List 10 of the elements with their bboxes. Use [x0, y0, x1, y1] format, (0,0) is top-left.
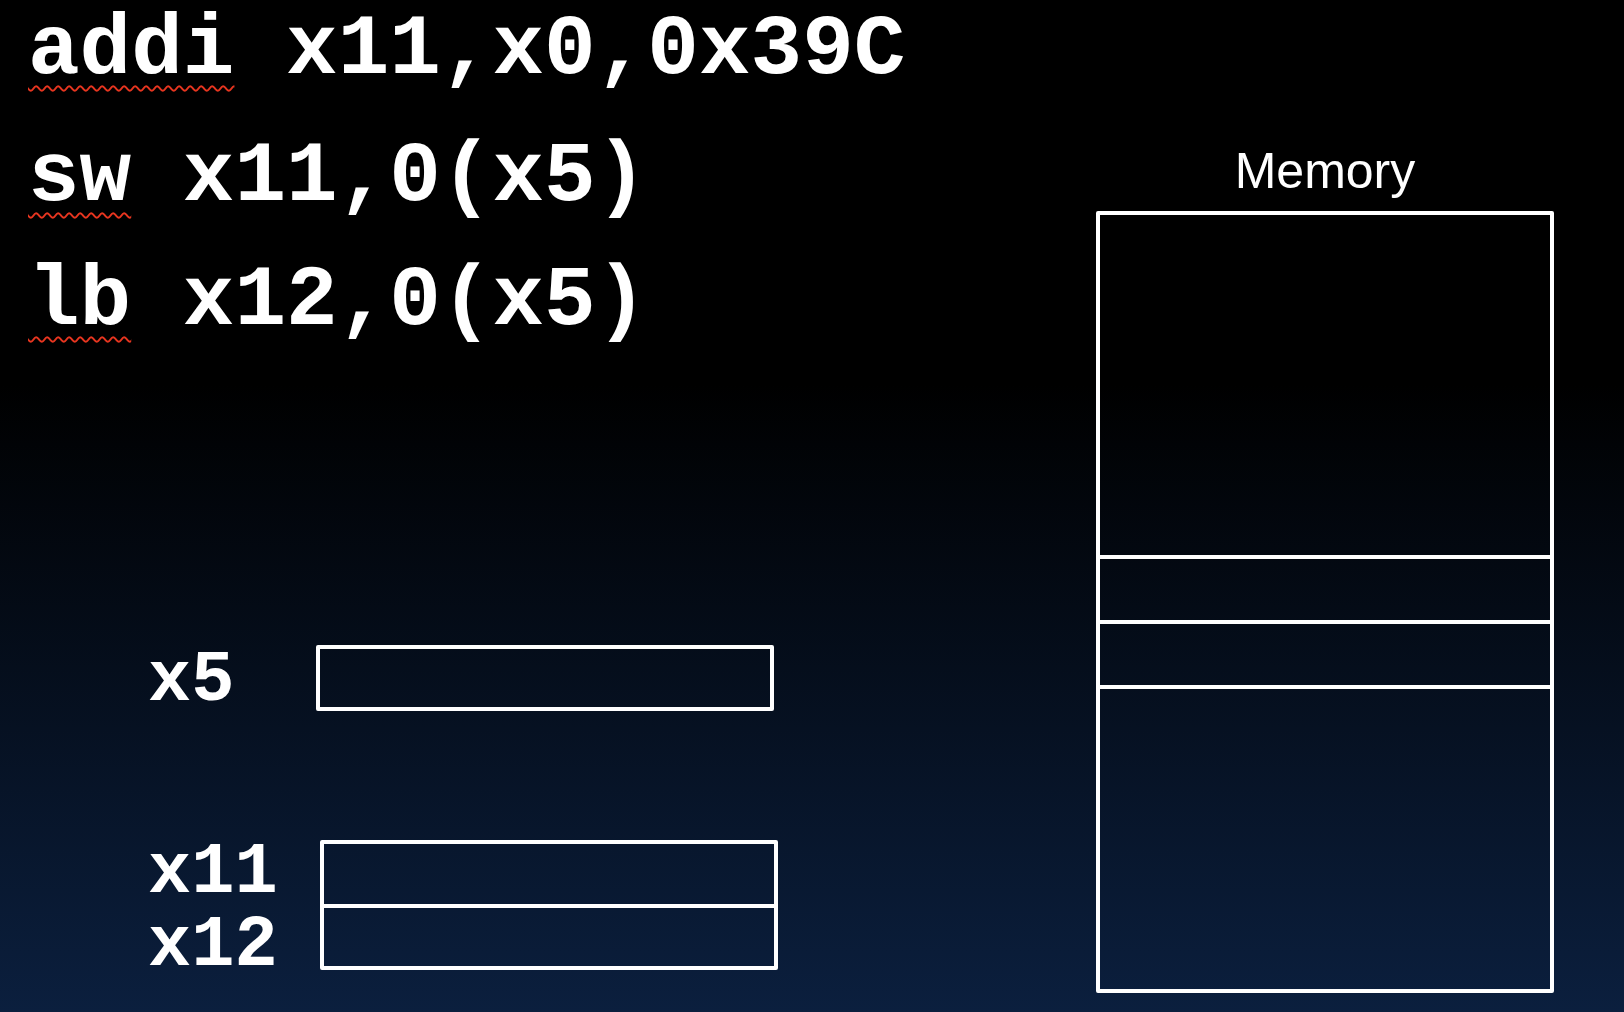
- register-box: [316, 645, 774, 711]
- memory-cell: [1096, 685, 1554, 993]
- register-label: x12: [148, 910, 278, 982]
- memory-heading: Memory: [1233, 142, 1417, 201]
- code-line: lb x12,0(x5): [28, 258, 648, 344]
- code-line: sw x11,0(x5): [28, 134, 648, 220]
- register-box: [320, 904, 778, 970]
- code-line: addi x11,x0,0x39C: [28, 7, 906, 93]
- register-label: x11: [148, 837, 278, 909]
- register-label: x5: [148, 645, 235, 717]
